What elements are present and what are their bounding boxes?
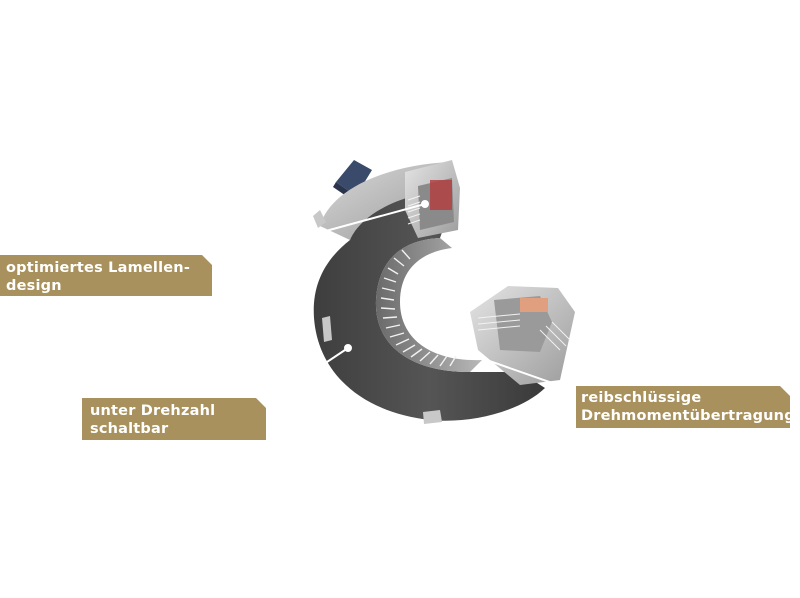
callout-friction-torque-transmission: reibschlüssige Drehmomentübertragung [576, 386, 790, 428]
housing-face [313, 188, 545, 421]
mounting-tabs [313, 210, 442, 424]
callout-switchable-under-speed: unter Drehzahl schaltbar [82, 398, 266, 440]
callout-line: reibschlüssige [581, 390, 702, 406]
callout-line: design [6, 278, 62, 294]
callout-line: unter Drehzahl [90, 403, 216, 419]
lower-cutaway-block [470, 286, 575, 385]
callout-line: optimiertes Lamellen- [6, 260, 191, 276]
leader-lines [211, 200, 579, 405]
lamella-stack-ring [380, 249, 457, 367]
callout-line: Drehmomentübertragung [581, 408, 795, 424]
upper-cutaway-block [405, 160, 460, 238]
callout-line: schaltbar [90, 421, 169, 437]
inner-bore [375, 238, 482, 372]
callout-lamella-design: optimiertes Lamellen- design [0, 255, 212, 296]
